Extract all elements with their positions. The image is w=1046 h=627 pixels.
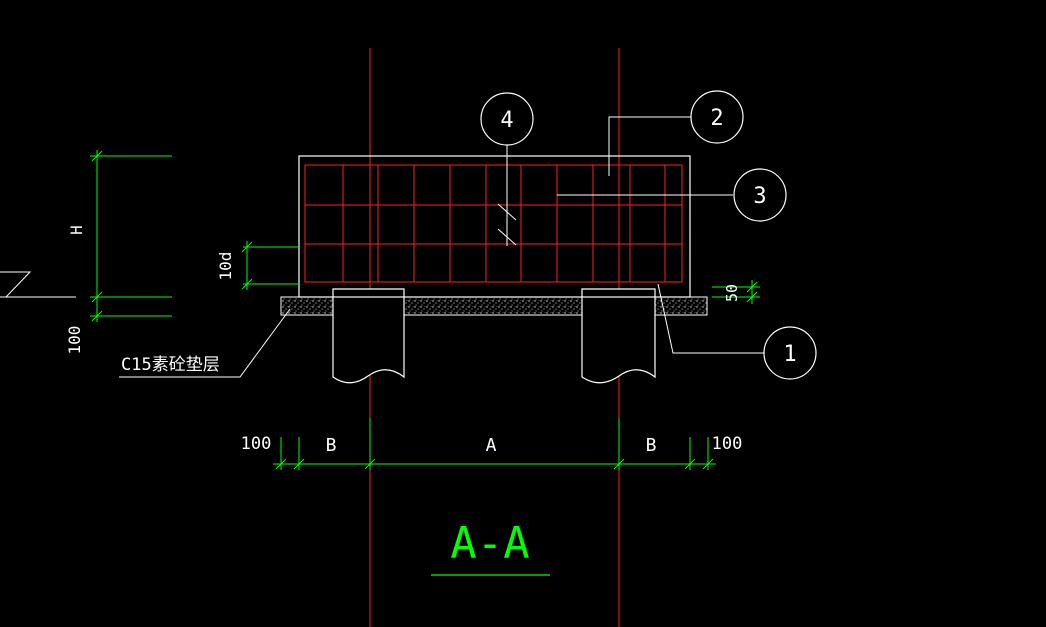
dim-left-edge: 100	[241, 434, 272, 454]
cushion-label: C15素砼垫层	[121, 355, 220, 375]
balloon-3-label: 3	[753, 184, 766, 209]
ground-level-marker	[0, 271, 76, 298]
dim-right-span: B	[646, 435, 657, 456]
dim-left-span: B	[326, 435, 337, 456]
dim-right-edge: 100	[712, 434, 743, 454]
cover-dimension	[712, 280, 760, 304]
section-title: A-A	[450, 518, 529, 569]
balloon-1: 1	[763, 326, 817, 380]
balloon-1-leader	[657, 283, 764, 354]
balloon-2-label: 2	[710, 106, 723, 131]
dim-middle-span: A	[486, 435, 497, 456]
height-dimension	[90, 150, 172, 322]
balloon-4-label: 4	[500, 108, 513, 133]
bottom-cover-dim-label: 100	[65, 326, 84, 355]
cover-dim-label: 50	[723, 284, 741, 302]
balloon-4: 4	[480, 92, 534, 146]
rebar-mesh	[304, 164, 683, 283]
right-pile	[581, 288, 656, 384]
balloon-2: 2	[690, 90, 744, 144]
left-pile	[332, 288, 405, 384]
balloon-1-label: 1	[783, 342, 796, 367]
height-dim-label: H	[67, 225, 86, 235]
bottom-dimension-chain	[273, 418, 716, 470]
rebar-spacing-dimension	[241, 241, 300, 290]
balloon-2-leader	[608, 116, 691, 176]
rebar-spacing-label: 10d	[216, 252, 235, 281]
cushion-leader	[119, 308, 291, 378]
pile-cap-outline	[298, 155, 691, 298]
balloon-3: 3	[733, 168, 787, 222]
balloon-4-leader	[497, 144, 517, 246]
